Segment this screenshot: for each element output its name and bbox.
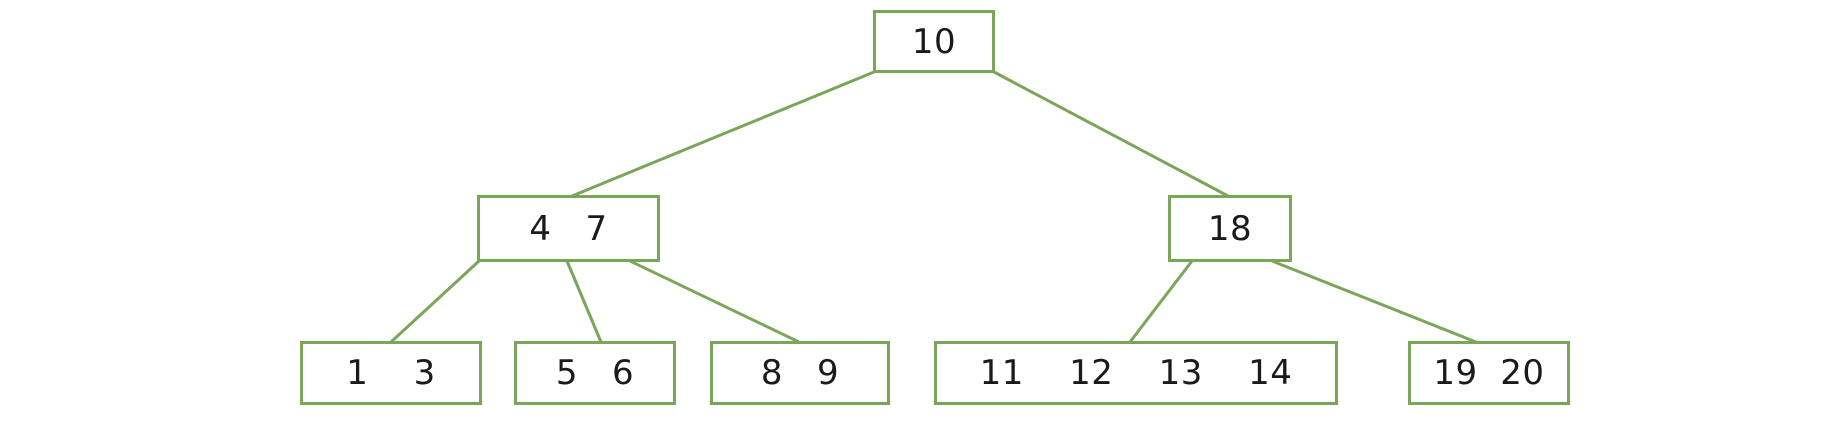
tree-node-leaf-5[interactable]: 19 20: [1408, 341, 1570, 405]
tree-node-keys: 1 3: [346, 353, 436, 393]
tree-node-leaf-2[interactable]: 5 6: [514, 341, 676, 405]
tree-node-internal-left[interactable]: 4 7: [477, 195, 660, 262]
tree-edge-root-to-internal-left: [571, 70, 875, 198]
tree-edge-internal-right-to-leaf-4: [1128, 260, 1194, 343]
tree-node-leaf-1[interactable]: 1 3: [300, 341, 482, 405]
tree-edge-internal-left-to-leaf-1: [389, 259, 481, 344]
tree-node-keys: 19 20: [1433, 353, 1545, 393]
tree-node-leaf-3[interactable]: 8 9: [710, 341, 890, 405]
tree-node-keys: 5 6: [555, 353, 635, 393]
tree-edge-internal-left-to-leaf-2: [565, 260, 603, 343]
tree-node-leaf-4[interactable]: 11 12 13 14: [934, 341, 1338, 405]
tree-node-keys: 18: [1207, 208, 1253, 249]
tree-edge-root-to-internal-right: [993, 70, 1229, 198]
tree-edge-internal-right-to-leaf-5: [1271, 259, 1477, 344]
tree-node-internal-right[interactable]: 18: [1168, 195, 1292, 262]
tree-node-keys: 8 9: [760, 353, 840, 393]
tree-node-keys: 4 7: [529, 208, 608, 249]
tree-node-keys: 10: [911, 21, 957, 62]
tree-node-keys: 11 12 13 14: [979, 353, 1293, 393]
tree-edge-internal-left-to-leaf-3: [629, 259, 800, 344]
tree-node-root[interactable]: 10: [873, 10, 995, 73]
